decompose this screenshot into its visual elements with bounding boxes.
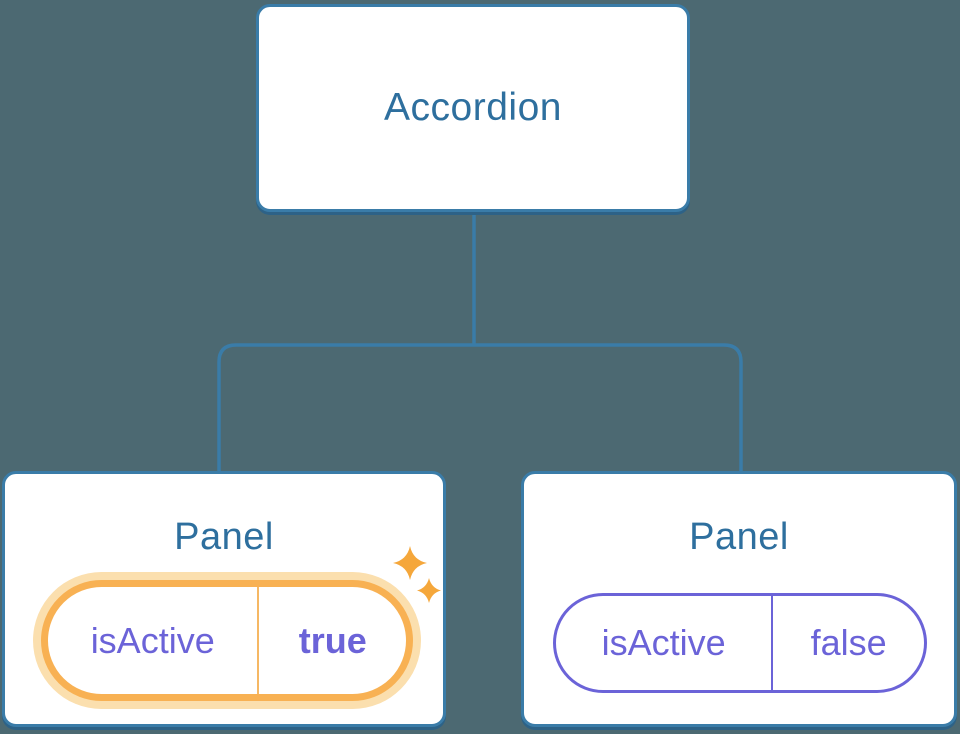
state-key: isActive: [90, 619, 215, 661]
connector-branches: [217, 343, 743, 471]
state-value: true: [298, 619, 367, 661]
accordion-node: Accordion: [256, 4, 690, 212]
pill-divider: [257, 587, 260, 694]
sparkles-icon: [393, 546, 441, 603]
panel-node-active: Panel isActive true: [2, 471, 446, 727]
pill-divider: [771, 596, 774, 690]
panel-label: Panel: [174, 516, 274, 558]
panel-node-inactive: Panel isActive false: [521, 471, 957, 727]
state-pill-inactive: isActive false: [553, 593, 927, 693]
state-value: false: [810, 622, 887, 663]
state-key: isActive: [601, 622, 726, 663]
sparkle-small: [417, 578, 441, 603]
panel-label: Panel: [689, 516, 789, 558]
state-pill-active: isActive true: [41, 580, 413, 701]
accordion-label: Accordion: [384, 86, 562, 129]
sparkle-large: [393, 546, 427, 580]
